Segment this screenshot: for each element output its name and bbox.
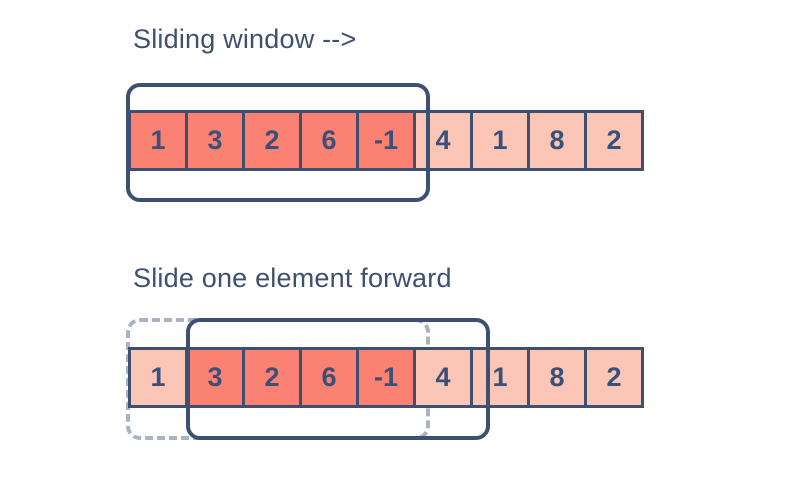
- array-cell[interactable]: 8: [527, 347, 587, 408]
- array-cell[interactable]: 2: [584, 110, 644, 171]
- sliding-window-frame-step-2[interactable]: [186, 318, 490, 440]
- array-cell[interactable]: 2: [242, 110, 302, 171]
- array-cell[interactable]: -1: [356, 110, 416, 171]
- sliding-window-frame-step-1[interactable]: [126, 83, 430, 202]
- array-cell[interactable]: 1: [470, 110, 530, 171]
- array-cell[interactable]: 1: [128, 110, 188, 171]
- array-row-step-1: 1 3 2 6 -1 4 1 8 2: [128, 110, 644, 171]
- array-cell[interactable]: 1: [128, 347, 188, 408]
- array-cell[interactable]: 4: [413, 347, 473, 408]
- step-1-heading: Sliding window -->: [133, 24, 357, 54]
- array-cell[interactable]: 8: [527, 110, 587, 171]
- step-2-heading: Slide one element forward: [133, 263, 452, 293]
- array-cell[interactable]: 2: [584, 347, 644, 408]
- array-cell[interactable]: 3: [185, 110, 245, 171]
